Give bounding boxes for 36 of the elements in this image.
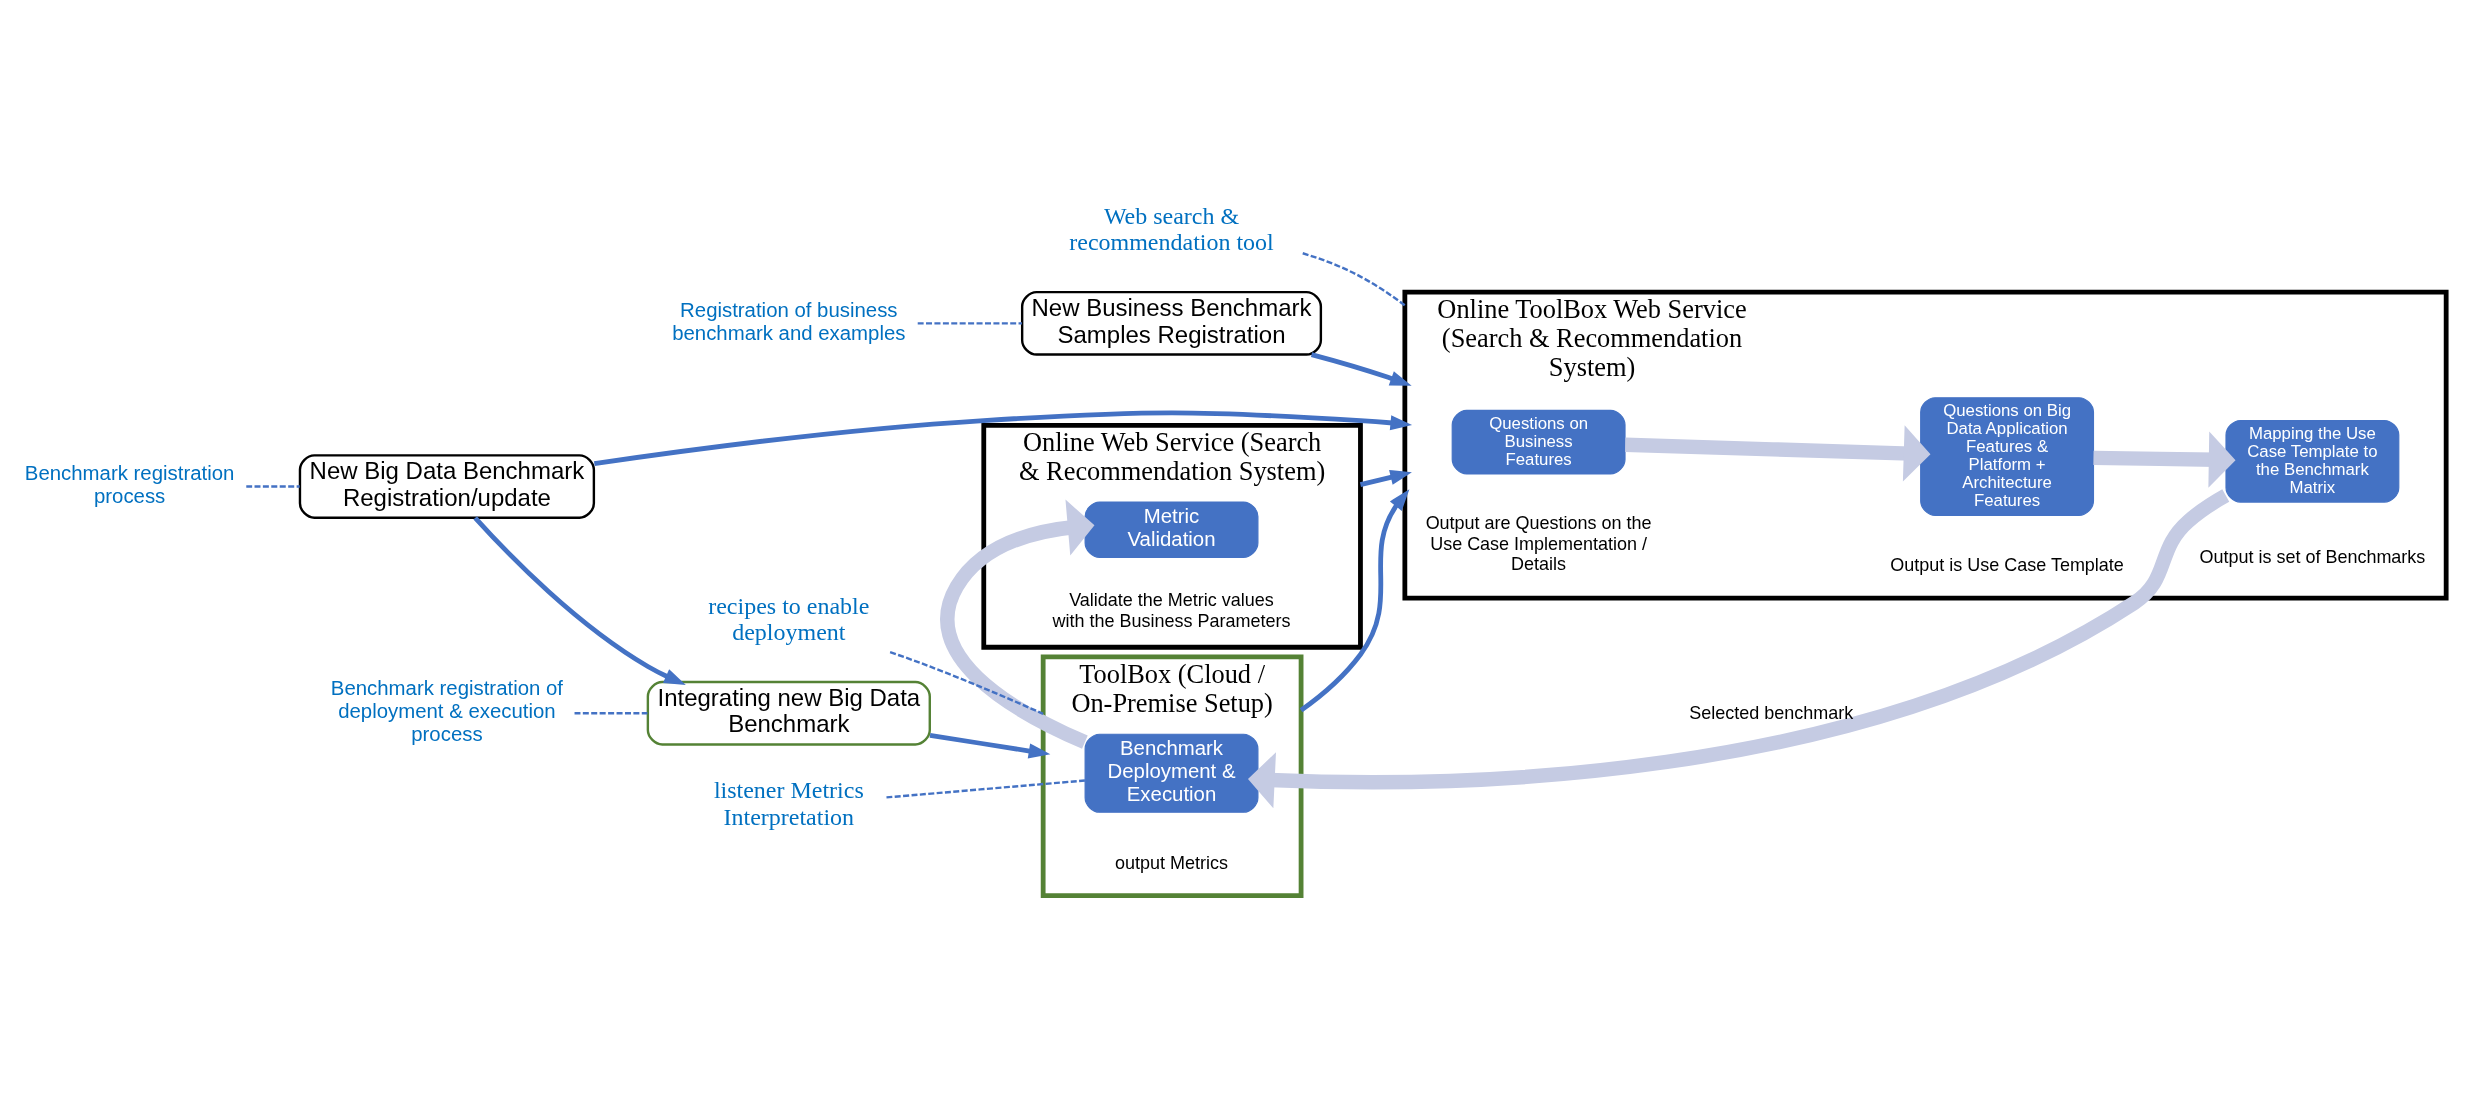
connector xyxy=(246,484,300,488)
node-label: Output are Questions on the Use Case Implementation / Details xyxy=(1425,512,1652,574)
arrow xyxy=(1359,469,1412,487)
edge-label: Selected benchmark xyxy=(1689,702,1854,723)
node-box: Metric Validation xyxy=(1084,501,1259,558)
node-box: Questions on Business Features xyxy=(1451,409,1626,475)
connector xyxy=(917,321,1022,325)
node-box: Benchmark Deployment & Execution xyxy=(1084,733,1259,813)
arrow xyxy=(1310,351,1412,386)
connector xyxy=(889,650,1044,715)
arrow xyxy=(1248,488,2230,808)
connector xyxy=(574,711,648,714)
node-label: Output is Use Case Template xyxy=(1890,554,2124,575)
node-box: Mapping the Use Case Template to the Benchmark Matrix xyxy=(2225,419,2400,503)
connector xyxy=(1302,251,1406,306)
node-box: Questions on Big Data Application Features & Platform + Architecture Features xyxy=(1920,396,2095,516)
node-text: Benchmark registration process xyxy=(24,461,235,507)
node-label: Validate the Metric values with the Business Parameters xyxy=(1052,589,1291,631)
arrow xyxy=(593,410,1413,466)
node-box: New Business Benchmark Samples Registration xyxy=(1020,290,1323,356)
arrow xyxy=(1299,488,1410,712)
node-text: listener Metrics Interpretation xyxy=(713,776,864,830)
node-label: output Metrics xyxy=(1115,852,1228,873)
node-text: Web search & recommendation tool xyxy=(1069,202,1274,255)
connector xyxy=(886,778,1086,799)
node-label: Output is set of Benchmarks xyxy=(2199,546,2426,567)
node-text: recipes to enable deployment xyxy=(708,592,870,645)
arrow xyxy=(940,499,1095,749)
node-text: Registration of business benchmark and examples xyxy=(672,298,906,344)
arrow xyxy=(1625,424,1931,481)
node-box: Integrating new Big Data Benchmark xyxy=(646,680,931,746)
node-box: New Big Data Benchmark Registration/update xyxy=(298,453,596,519)
arrow xyxy=(929,732,1051,758)
node-text: Benchmark registration of deployment & execution process xyxy=(330,676,563,745)
arrow xyxy=(473,515,686,685)
arrow xyxy=(2093,431,2236,488)
